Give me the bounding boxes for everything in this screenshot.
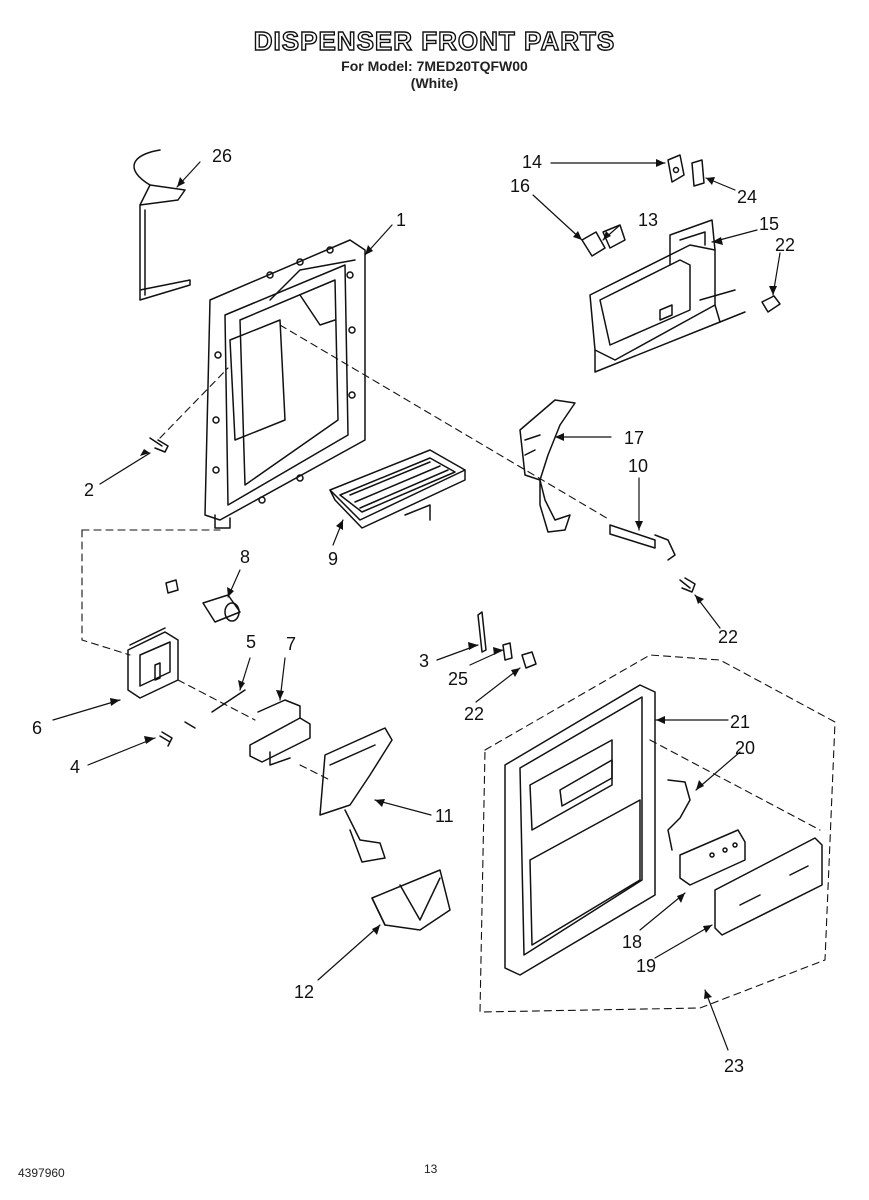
assembly-lines xyxy=(81,324,836,1013)
callout-3: 3 xyxy=(419,651,429,671)
page-number: 13 xyxy=(424,1162,438,1176)
part-7-hinge-bracket xyxy=(249,699,311,766)
part-11-paddle-arm xyxy=(319,727,393,863)
part-19-membrane xyxy=(714,837,823,936)
callout-25: 25 xyxy=(448,669,468,689)
callout-8: 8 xyxy=(240,547,250,567)
callout-17: 17 xyxy=(624,428,644,448)
part-10-pivot-rod xyxy=(609,524,676,561)
leader-lines xyxy=(52,161,781,1051)
callout-4: 4 xyxy=(70,757,80,777)
part-15-door-housing xyxy=(589,219,746,373)
part-17-actuator-arm xyxy=(519,399,576,533)
callout-16: 16 xyxy=(510,176,530,196)
callout-22: 22 xyxy=(464,704,484,724)
part-22-screw-a xyxy=(679,577,696,593)
color-line: (White) xyxy=(410,75,459,91)
part-3-shim xyxy=(477,611,487,653)
callout-1: 1 xyxy=(396,210,406,230)
callout-7: 7 xyxy=(286,634,296,654)
part-22-screw-c xyxy=(521,651,537,669)
model-line: For Model: 7MED20TQFW00 xyxy=(341,58,528,74)
callout-12: 12 xyxy=(294,982,314,1002)
callout-6: 6 xyxy=(32,718,42,738)
callout-11: 11 xyxy=(435,806,454,826)
callout-labels: 26 1 14 16 13 24 15 22 17 10 2 9 8 22 3 … xyxy=(32,146,795,1076)
callout-22: 22 xyxy=(718,627,738,647)
part-2-screw xyxy=(149,437,169,453)
callout-23: 23 xyxy=(724,1056,744,1076)
part-6-switch-housing xyxy=(127,627,179,699)
callout-14: 14 xyxy=(522,152,542,172)
callout-19: 19 xyxy=(636,956,656,976)
part-4-screws xyxy=(159,721,196,747)
part-12-chute-cup xyxy=(371,869,451,931)
part-5-pin xyxy=(211,689,246,713)
callout-13: 13 xyxy=(638,210,658,230)
arrowheads xyxy=(110,159,777,999)
part-1-housing xyxy=(204,239,366,529)
callout-5: 5 xyxy=(246,632,256,652)
part-16-bulb xyxy=(581,231,606,257)
callout-18: 18 xyxy=(622,932,642,952)
part-8-solenoid xyxy=(165,579,241,623)
callout-24: 24 xyxy=(737,187,757,207)
callout-26: 26 xyxy=(212,146,232,166)
part-21-front-panel xyxy=(504,684,656,976)
part-13-socket xyxy=(602,224,626,249)
callout-22: 22 xyxy=(775,235,795,255)
callout-2: 2 xyxy=(84,480,94,500)
part-22-screw-b xyxy=(761,295,781,313)
callout-9: 9 xyxy=(328,549,338,569)
part-14-door-clip xyxy=(667,154,685,183)
document-number: 4397960 xyxy=(18,1166,65,1180)
part-25-spacer xyxy=(502,642,513,661)
part-18-control-board xyxy=(679,829,746,886)
callout-15: 15 xyxy=(759,214,779,234)
callout-20: 20 xyxy=(735,738,755,758)
callout-10: 10 xyxy=(628,456,648,476)
callout-21: 21 xyxy=(730,712,750,732)
part-26-wire-harness xyxy=(133,149,191,301)
part-20-wire-harness xyxy=(667,779,691,851)
part-9-drip-tray xyxy=(329,449,466,529)
part-24-gasket xyxy=(691,159,705,187)
page-title: DISPENSER FRONT PARTS xyxy=(253,25,616,56)
